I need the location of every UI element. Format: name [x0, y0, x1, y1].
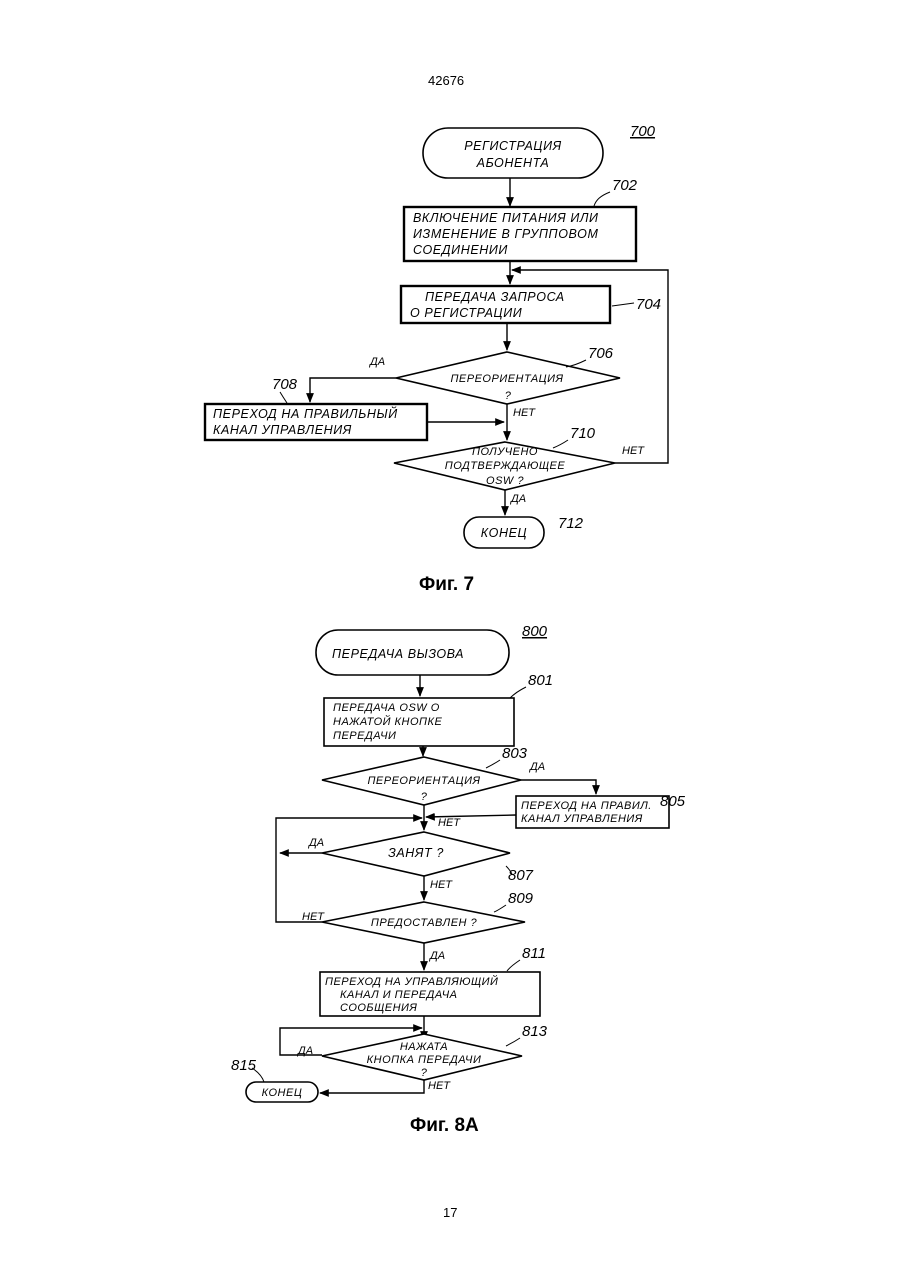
fig7-caption: Фиг. 7 — [419, 574, 474, 596]
fig8a-box-805-line-2: КАНАЛ УПРАВЛЕНИЯ — [521, 813, 643, 825]
fig7-box-708-line-2: КАНАЛ УПРАВЛЕНИЯ — [213, 423, 352, 437]
fig8a-box-801-line-3: ПЕРЕДАЧИ — [333, 730, 396, 742]
fig7-diamond-706-yes: ДА — [368, 356, 385, 368]
fig7-diamond-706-q: ? — [505, 390, 512, 402]
page-number: 17 — [443, 1205, 457, 1220]
fig8a-diamond-807: ЗАНЯТ ? — [322, 832, 510, 876]
fig7-ref-708: 708 — [272, 376, 298, 393]
fig8a-ref-811: 811 — [522, 945, 546, 962]
fig7-box-702-line-2: ИЗМЕНЕНИЕ В ГРУППОВОМ — [413, 227, 599, 241]
fig8a-diamond-813-yes: ДА — [296, 1045, 313, 1057]
fig8a-ref-807: 807 — [508, 867, 534, 884]
fig8a-diamond-813: НАЖАТА КНОПКА ПЕРЕДАЧИ ? — [322, 1034, 522, 1080]
fig8a-diamond-803-label: ПЕРЕОРИЕНТАЦИЯ — [367, 775, 480, 787]
fig7-end-terminal: КОНЕЦ — [464, 517, 544, 548]
fig8a-box-805-line-1: ПЕРЕХОД НА ПРАВИЛ. — [521, 800, 652, 812]
fig8a-ref-800: 800 — [522, 623, 548, 640]
fig7-box-704-line-1: ПЕРЕДАЧА ЗАПРОСА — [425, 290, 565, 304]
fig7-ref-702: 702 — [612, 177, 638, 194]
fig7-start-label-1: РЕГИСТРАЦИЯ — [464, 139, 562, 153]
fig8a-start-label: ПЕРЕДАЧА ВЫЗОВА — [332, 647, 464, 661]
fig8a-diamond-803-yes: ДА — [528, 761, 545, 773]
fig8a-diamond-807-no: НЕТ — [430, 879, 453, 891]
fig7-box-702-line-3: СОЕДИНЕНИИ — [413, 243, 508, 257]
fig8a-ref-803: 803 — [502, 745, 528, 762]
fig8a-diamond-809: ПРЕДОСТАВЛЕН ? — [322, 902, 525, 943]
fig7-box-708-line-1: ПЕРЕХОД НА ПРАВИЛЬНЫЙ — [213, 405, 398, 421]
fig7-diamond-710-no: НЕТ — [622, 445, 645, 457]
fig7-box-702-line-1: ВКЛЮЧЕНИЕ ПИТАНИЯ ИЛИ — [413, 211, 599, 225]
fig8a-flowchart: 800 ПЕРЕДАЧА ВЫЗОВА ПЕРЕДАЧА OSW О НАЖАТ… — [231, 623, 686, 1102]
fig7-ref-704: 704 — [636, 296, 661, 313]
fig7-box-704-line-2: О РЕГИСТРАЦИИ — [410, 306, 522, 320]
fig8a-diamond-813-line-2: КНОПКА ПЕРЕДАЧИ — [367, 1054, 482, 1066]
fig8a-box-801-line-2: НАЖАТОЙ КНОПКЕ — [333, 715, 442, 728]
fig8a-box-805: ПЕРЕХОД НА ПРАВИЛ. КАНАЛ УПРАВЛЕНИЯ — [516, 796, 669, 828]
fig8a-box-801: ПЕРЕДАЧА OSW О НАЖАТОЙ КНОПКЕ ПЕРЕДАЧИ — [324, 698, 514, 746]
fig7-diamond-710-line-3: OSW ? — [486, 475, 524, 487]
fig7-ref-700: 700 — [630, 123, 656, 140]
fig7-diamond-710: ПОЛУЧЕНО ПОДТВЕРЖДАЮЩЕЕ OSW ? — [394, 442, 615, 490]
fig8a-box-811-line-2: КАНАЛ И ПЕРЕДАЧА — [340, 989, 457, 1001]
fig8a-ref-809: 809 — [508, 890, 534, 907]
fig8a-diamond-803-q: ? — [421, 791, 428, 803]
fig8a-diamond-809-no: НЕТ — [302, 911, 325, 923]
fig7-diamond-706: ПЕРЕОРИЕНТАЦИЯ ? — [396, 352, 620, 404]
fig8a-box-811-line-3: СООБЩЕНИЯ — [340, 1002, 417, 1014]
fig8a-diamond-813-line-1: НАЖАТА — [400, 1041, 448, 1053]
fig7-end-label: КОНЕЦ — [481, 526, 527, 540]
fig7-diamond-706-no: НЕТ — [513, 407, 536, 419]
fig8a-caption: Фиг. 8А — [410, 1115, 479, 1137]
fig8a-end-label: КОНЕЦ — [262, 1087, 303, 1099]
fig8a-diamond-807-label: ЗАНЯТ ? — [388, 846, 444, 860]
fig8a-diamond-813-no: НЕТ — [428, 1080, 451, 1092]
fig7-ref-706: 706 — [588, 345, 614, 362]
fig7-diamond-706-label: ПЕРЕОРИЕНТАЦИЯ — [450, 373, 563, 385]
fig7-start-terminal: РЕГИСТРАЦИЯ АБОНЕНТА — [423, 128, 603, 178]
fig8a-diamond-809-yes: ДА — [428, 950, 445, 962]
fig7-start-label-2: АБОНЕНТА — [476, 156, 550, 170]
fig8a-box-811-line-1: ПЕРЕХОД НА УПРАВЛЯЮЩИЙ — [325, 975, 498, 988]
fig8a-ref-801: 801 — [528, 672, 553, 689]
fig7-diamond-710-line-1: ПОЛУЧЕНО — [472, 446, 538, 458]
fig7-ref-710: 710 — [570, 425, 596, 442]
fig7-ref-712: 712 — [558, 515, 584, 532]
fig8a-diamond-809-label: ПРЕДОСТАВЛЕН ? — [371, 917, 478, 929]
fig8a-diamond-813-q: ? — [421, 1067, 428, 1079]
fig8a-ref-815: 815 — [231, 1057, 257, 1074]
fig7-box-702: ВКЛЮЧЕНИЕ ПИТАНИЯ ИЛИ ИЗМЕНЕНИЕ В ГРУППО… — [404, 207, 636, 261]
fig8a-start-terminal: ПЕРЕДАЧА ВЫЗОВА — [316, 630, 509, 675]
fig7-diamond-710-line-2: ПОДТВЕРЖДАЮЩЕЕ — [445, 460, 566, 472]
fig8a-diamond-807-yes: ДА — [307, 837, 324, 849]
fig8a-diamond-803-no: НЕТ — [438, 817, 461, 829]
fig8a-box-811: ПЕРЕХОД НА УПРАВЛЯЮЩИЙ КАНАЛ И ПЕРЕДАЧА … — [320, 972, 540, 1016]
fig8a-diamond-803: ПЕРЕОРИЕНТАЦИЯ ? — [322, 757, 521, 805]
fig8a-ref-805: 805 — [660, 793, 686, 810]
fig7-box-708: ПЕРЕХОД НА ПРАВИЛЬНЫЙ КАНАЛ УПРАВЛЕНИЯ — [205, 404, 427, 440]
fig8a-ref-813: 813 — [522, 1023, 548, 1040]
fig8a-box-801-line-1: ПЕРЕДАЧА OSW О — [333, 702, 440, 714]
fig7-diamond-710-yes: ДА — [509, 493, 526, 505]
fig8a-end-terminal: КОНЕЦ — [246, 1082, 318, 1102]
fig7-flowchart: 700 РЕГИСТРАЦИЯ АБОНЕНТА ВКЛЮЧЕНИЕ ПИТАН… — [205, 123, 668, 548]
fig7-box-704: ПЕРЕДАЧА ЗАПРОСА О РЕГИСТРАЦИИ — [401, 286, 610, 323]
